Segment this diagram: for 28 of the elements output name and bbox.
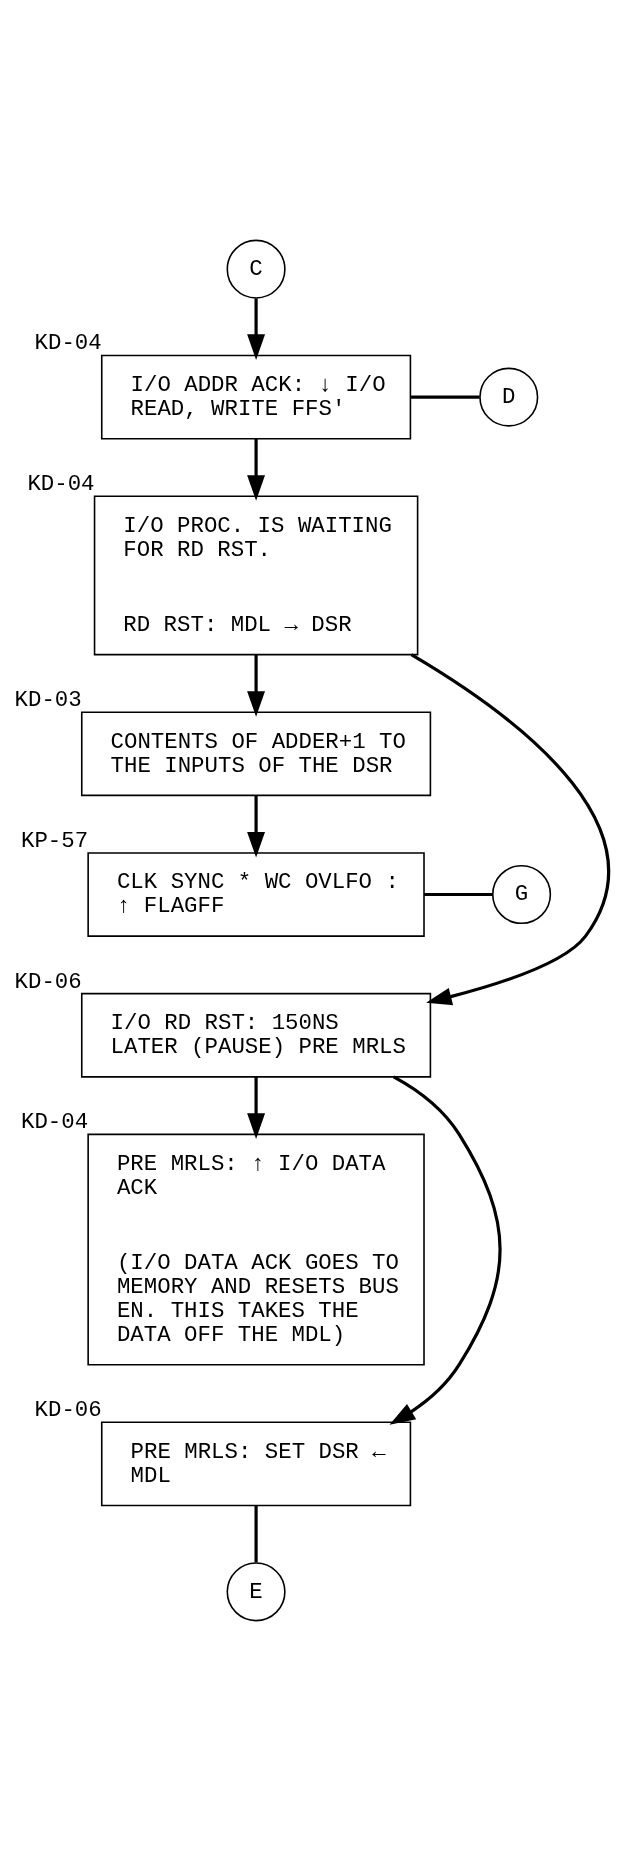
arrow xyxy=(247,795,266,858)
node-box: PRE MRLS: SET DSR ← MDL xyxy=(100,1421,412,1507)
node-circle: E xyxy=(226,1562,286,1622)
node-box: CONTENTS OF ADDER+1 TO THE INPUTS OF THE DSR xyxy=(80,711,432,797)
node-circle: D xyxy=(479,367,539,427)
node-box: I/O PROC. IS WAITING FOR RD RST. RD RST: MDL → DSR xyxy=(93,495,419,656)
node-label: KD-04 xyxy=(21,1109,89,1136)
node-circle: C xyxy=(226,239,286,299)
arrow xyxy=(410,653,610,1006)
node-box: I/O ADDR ACK: ↓ I/O READ, WRITE FFS' xyxy=(100,354,412,440)
connector xyxy=(410,395,480,399)
node-box: I/O RD RST: 150NS LATER (PAUSE) PRE MRLS xyxy=(80,992,432,1078)
arrow xyxy=(247,298,266,360)
arrow xyxy=(247,654,266,717)
node-circle: G xyxy=(491,864,552,925)
arrow xyxy=(247,1077,266,1139)
node-box: PRE MRLS: ↑ I/O DATA ACK (I/O DATA ACK GOES TO MEMORY AND RESETS BUS EN. THIS TAKES THE DATA OFF THE MDL) xyxy=(87,1133,425,1366)
node-label: KP-57 xyxy=(21,827,89,854)
node-label: KD-04 xyxy=(34,330,102,357)
node-label: KD-04 xyxy=(27,471,95,498)
arrow xyxy=(389,1075,502,1425)
node-box: CLK SYNC * WC OVLFO : ↑ FLAGFF xyxy=(87,852,425,937)
arrow xyxy=(247,438,266,501)
connector xyxy=(424,892,493,897)
node-label: KD-06 xyxy=(34,1397,102,1424)
node-label: KD-06 xyxy=(14,968,82,995)
node-label: KD-03 xyxy=(14,687,82,714)
connector xyxy=(254,1505,258,1563)
